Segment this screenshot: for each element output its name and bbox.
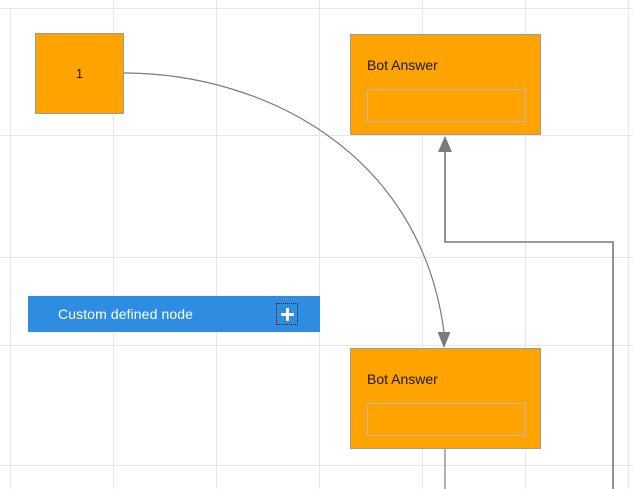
plus-icon-vertical bbox=[285, 307, 289, 321]
node-bot-answer-top[interactable]: Bot Answer bbox=[350, 34, 541, 135]
node-bot-answer-top-title: Bot Answer bbox=[367, 57, 438, 73]
edge-start-to-bot-answer-bottom[interactable] bbox=[123, 72, 451, 348]
node-bot-answer-bottom[interactable]: Bot Answer bbox=[350, 348, 541, 449]
plus-icon[interactable] bbox=[276, 303, 298, 325]
node-start-label: 1 bbox=[75, 66, 84, 81]
node-bot-answer-bottom-title: Bot Answer bbox=[367, 371, 438, 387]
custom-defined-node-bar[interactable]: Custom defined node bbox=[28, 296, 320, 332]
node-bot-answer-top-slot[interactable] bbox=[367, 89, 526, 122]
edge-loopback-to-bot-answer-top[interactable] bbox=[438, 136, 614, 489]
node-start[interactable]: 1 bbox=[35, 33, 124, 114]
custom-defined-node-label: Custom defined node bbox=[58, 306, 193, 322]
node-bot-answer-bottom-slot[interactable] bbox=[367, 403, 526, 436]
